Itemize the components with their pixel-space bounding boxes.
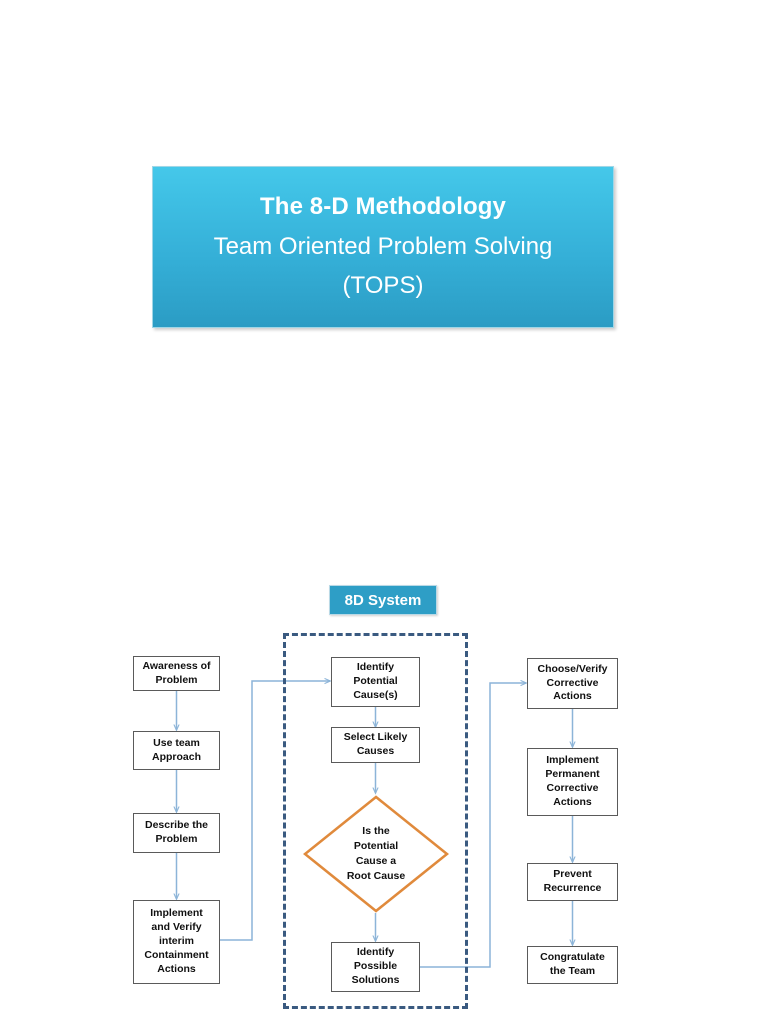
node-implement-verify-interim-containment-actions[interactable]: Implement and Verify interim Containment…	[133, 900, 220, 984]
node-label: Describe the Problem	[144, 819, 209, 845]
node-label: Prevent Recurrence	[543, 868, 602, 894]
node-identify-possible-solutions[interactable]: Identify Possible Solutions	[331, 942, 420, 992]
title-line-subtitle: Team Oriented Problem Solving	[213, 232, 553, 260]
node-label: Identify Possible Solutions	[351, 946, 400, 986]
node-label: Identify Potential Cause(s)	[353, 661, 398, 701]
node-implement-permanent-corrective-actions[interactable]: Implement Permanent Corrective Actions	[527, 748, 618, 816]
title-banner: The 8-D Methodology Team Oriented Proble…	[152, 166, 614, 328]
node-label: Congratulate the Team	[540, 951, 605, 977]
node-is-potential-cause-a-root-cause[interactable]: Is the Potential Cause a Root Cause	[303, 795, 449, 913]
node-prevent-recurrence[interactable]: Prevent Recurrence	[527, 863, 618, 901]
node-choose-verify-corrective-actions[interactable]: Choose/Verify Corrective Actions	[527, 658, 618, 709]
node-select-likely-causes[interactable]: Select Likely Causes	[331, 727, 420, 763]
node-congratulate-the-team[interactable]: Congratulate the Team	[527, 946, 618, 984]
node-label: Implement and Verify interim Containment…	[144, 907, 209, 975]
node-use-team-approach[interactable]: Use team Approach	[133, 731, 220, 770]
root-cause-analysis-dashed-region	[283, 633, 468, 1009]
node-label: Choose/Verify Corrective Actions	[537, 662, 608, 703]
title-line-acronym: (TOPS)	[342, 272, 424, 300]
node-label: Awareness of Problem	[142, 659, 211, 686]
node-awareness-of-problem[interactable]: Awareness of Problem	[133, 656, 220, 691]
diamond-shape	[303, 795, 449, 913]
node-label: Is the Potential Cause a Root Cause	[346, 825, 406, 882]
node-label: Select Likely Causes	[343, 731, 408, 757]
node-label: Use team Approach	[151, 736, 201, 763]
title-line-methodology: The 8-D Methodology	[260, 192, 506, 220]
node-identify-potential-causes[interactable]: Identify Potential Cause(s)	[331, 657, 420, 707]
node-label: Implement Permanent Corrective Actions	[545, 754, 600, 808]
system-label-badge: 8D System	[329, 585, 437, 615]
node-describe-the-problem[interactable]: Describe the Problem	[133, 813, 220, 853]
